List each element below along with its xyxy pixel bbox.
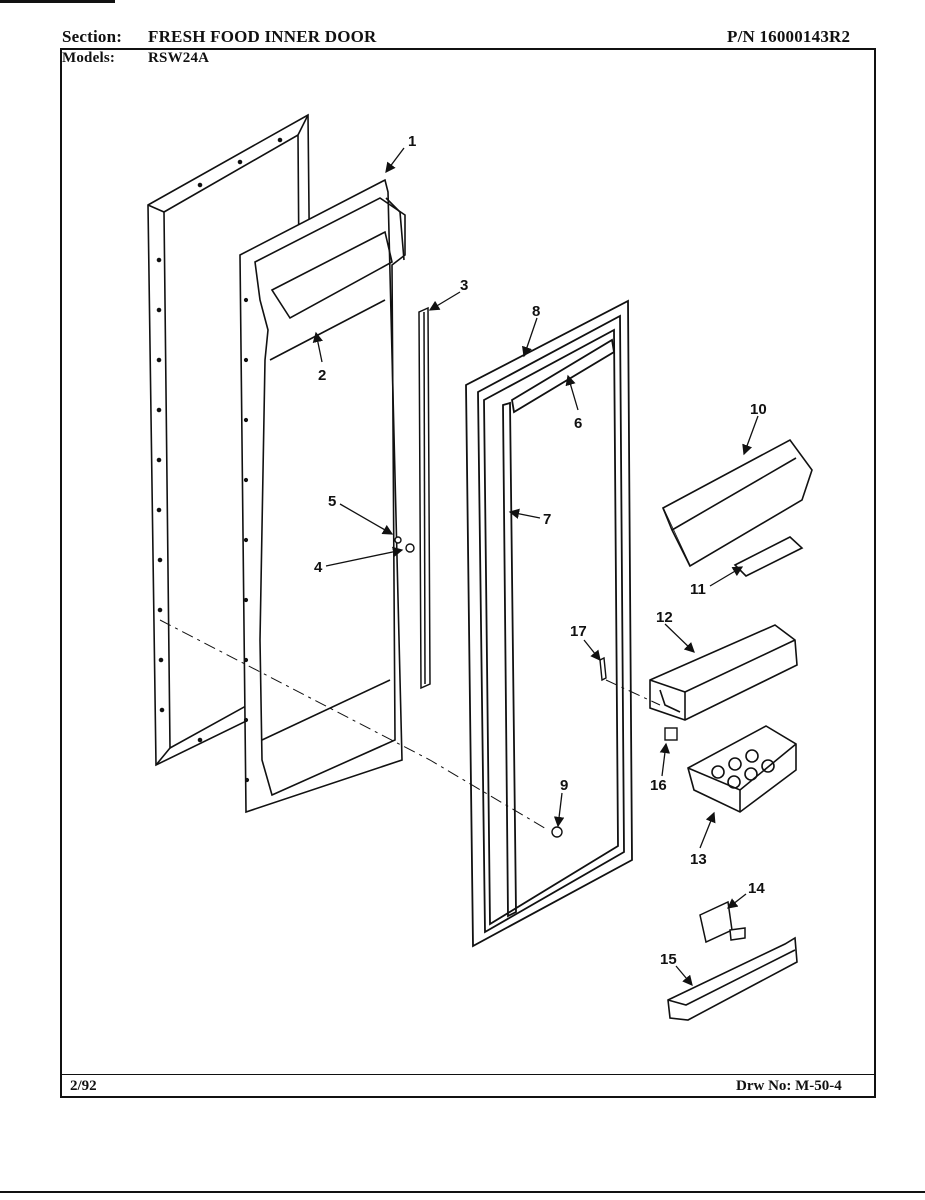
door-shelf	[649, 624, 798, 721]
bottom-rule	[0, 1191, 925, 1193]
vertical-strip	[418, 306, 431, 690]
footer-rule	[60, 1074, 876, 1075]
callout-14: 14	[748, 880, 765, 897]
callout-9: 9	[560, 777, 568, 794]
callout-11: 11	[690, 581, 706, 598]
callout-16: 16	[650, 777, 667, 794]
egg-tray	[687, 725, 797, 813]
models-value: RSW24A	[148, 50, 210, 66]
door-gasket	[465, 299, 633, 948]
callout-7: 7	[543, 511, 551, 528]
callout-numbers: 1 2 3 4 5 6 7 8 9 10 11 12 13 14 15 16 1…	[314, 133, 767, 968]
footer-date: 2/92	[70, 1078, 97, 1094]
models-label: Models:	[62, 50, 116, 66]
callout-10: 10	[750, 401, 767, 418]
callout-1: 1	[408, 133, 416, 150]
dairy-cover	[661, 438, 813, 577]
section-label: Section:	[62, 27, 123, 46]
callout-4: 4	[314, 559, 323, 576]
small-clip-16	[664, 727, 678, 741]
section-title: FRESH FOOD INNER DOOR	[148, 27, 377, 46]
callout-8: 8	[532, 303, 540, 320]
shelf-front-rail	[667, 936, 798, 1021]
callout-15: 15	[660, 951, 677, 968]
top-rule	[0, 0, 115, 3]
callout-12: 12	[656, 609, 673, 626]
callout-2: 2	[318, 367, 326, 384]
callout-6: 6	[574, 415, 582, 432]
callout-17: 17	[570, 623, 587, 640]
callout-13: 13	[690, 851, 707, 868]
cams-and-screws	[394, 536, 607, 838]
callout-3: 3	[460, 277, 468, 294]
hidden-centerline	[159, 619, 661, 831]
callout-5: 5	[328, 493, 336, 510]
leader-lines	[312, 147, 759, 986]
drawing-frame	[60, 48, 876, 1098]
inner-door-liner	[239, 178, 406, 814]
small-bracket-14	[699, 900, 746, 944]
drawing-number: Drw No: M-50-4	[736, 1078, 842, 1094]
part-number: P/N 16000143R2	[727, 27, 851, 46]
